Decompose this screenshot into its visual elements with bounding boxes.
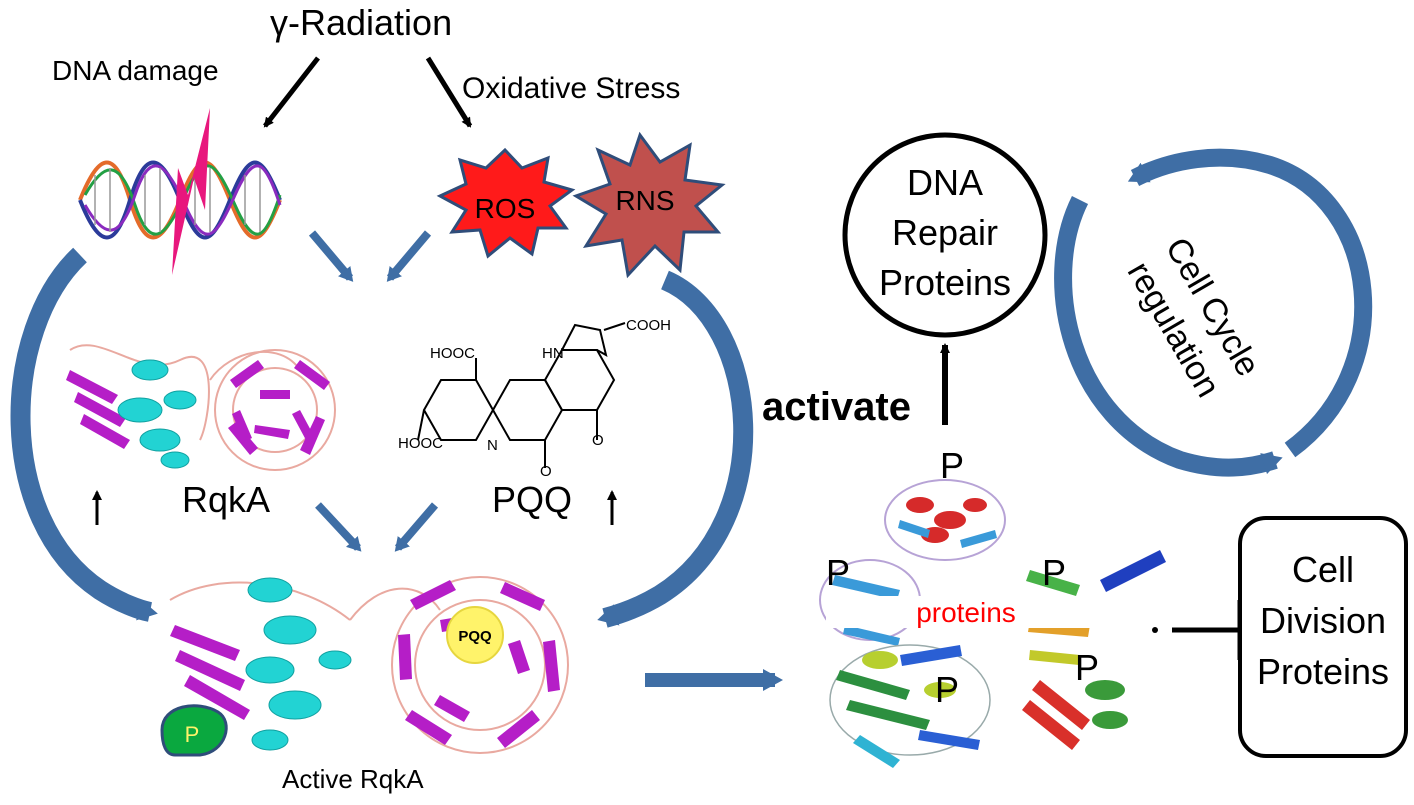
lightning-icon xyxy=(172,108,210,275)
cell-cycle-label-group: Cell Cycle regulation xyxy=(1120,231,1267,403)
cell-division-line-3: Proteins xyxy=(1257,651,1389,692)
cell-cycle-arrow-bottom xyxy=(1054,195,1283,477)
phospho-mark-bottom-left: P xyxy=(935,669,959,710)
protein-structure-top xyxy=(884,479,1006,561)
active-rqka-label: Active RqkA xyxy=(282,764,424,794)
dna-repair-line-1: DNA xyxy=(907,162,983,203)
cell-division-line-2: Division xyxy=(1260,600,1386,641)
phosphate-badge xyxy=(160,704,228,757)
pqq-cofactor-badge xyxy=(446,606,504,664)
arrow-to-dna-damage xyxy=(263,56,320,128)
dna-repair-line-2: Repair xyxy=(892,212,998,253)
proteins-label: proteins xyxy=(916,597,1016,628)
inhibition-dot xyxy=(1152,627,1158,633)
pqq-o2: O xyxy=(540,463,552,480)
arrow-rqka-to-active xyxy=(315,502,362,552)
rqka-label: RqkA xyxy=(182,479,270,520)
phospho-mark-right: P xyxy=(1042,552,1066,593)
dna-damage-label: DNA damage xyxy=(52,55,219,86)
arrow-ros-to-center xyxy=(386,230,432,282)
curved-arrow-right xyxy=(597,270,754,628)
pqq-molecule-icon xyxy=(417,322,626,468)
arrow-dna-to-center xyxy=(308,230,354,282)
pqq-molecule-labels: COOH HOOC HOOC HN N O O xyxy=(398,317,671,480)
dna-repair-proteins-node xyxy=(842,132,1048,338)
ros-star-icon: ROS xyxy=(436,147,576,259)
phospho-mark-top: P xyxy=(940,445,964,486)
phospho-mark-left: P xyxy=(826,552,850,593)
activate-label: activate xyxy=(762,385,911,429)
pqq-badge-label: PQQ xyxy=(458,628,492,645)
oxidative-stress-label: Oxidative Stress xyxy=(462,72,680,105)
ros-label: ROS xyxy=(475,193,536,224)
proteins-label-band xyxy=(826,596,1146,628)
pqq-label: PQQ xyxy=(492,479,572,520)
arrow-pqq-to-active xyxy=(394,502,439,552)
rqka-structure-icon xyxy=(66,344,336,471)
cell-division-proteins-node xyxy=(1238,516,1408,758)
pqq-n: N xyxy=(487,437,498,454)
rns-label: RNS xyxy=(615,185,674,216)
cell-cycle-arrow-top xyxy=(1127,148,1373,458)
gamma-radiation-label: γ-Radiation xyxy=(270,2,452,43)
cell-division-line-1: Cell xyxy=(1292,549,1354,590)
phosphate-badge-label: P xyxy=(185,722,200,747)
pqq-cooh-top: COOH xyxy=(626,317,671,334)
pqq-o1: O xyxy=(592,432,604,449)
protein-structure-bottom-left xyxy=(829,644,991,768)
arrow-to-oxidative-stress xyxy=(425,56,473,128)
pqq-hooc-left: HOOC xyxy=(430,345,475,362)
curved-arrow-left xyxy=(10,247,158,622)
protein-structure-bottom-right xyxy=(1022,650,1128,750)
pqq-hooc-bottom: HOOC xyxy=(398,435,443,452)
pqq-nh: HN xyxy=(542,345,564,362)
rns-star-icon: RNS xyxy=(572,131,726,279)
dna-repair-line-3: Proteins xyxy=(879,262,1011,303)
phospho-mark-bottom-right: P xyxy=(1075,647,1099,688)
active-rqka-structure-icon: PQQ P xyxy=(160,576,569,757)
phosphorylated-proteins-cluster: proteins P P P P P xyxy=(819,445,1166,768)
